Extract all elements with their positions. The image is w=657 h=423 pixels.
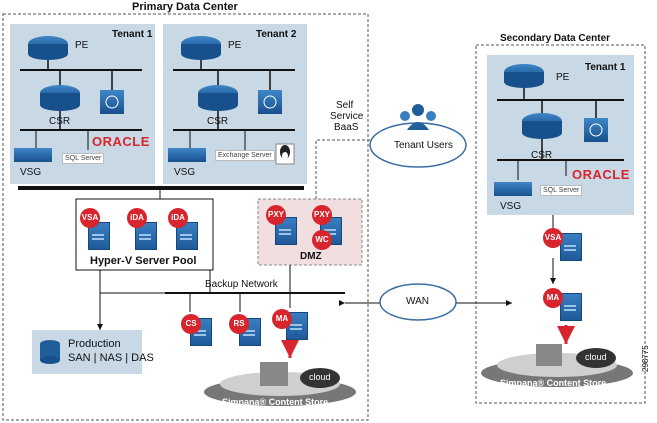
dmz-badge-pxy-2: PXY	[312, 205, 332, 225]
primary-dc-title: Primary Data Center	[132, 1, 238, 13]
tenant1-pe-label: PE	[75, 40, 89, 51]
primary-store-label: Simpana® Content Store	[222, 397, 329, 407]
secondary-cloud-label: cloud	[585, 352, 607, 362]
vsa-server-icon	[88, 222, 110, 250]
dmz-proxy-server-icon-1	[275, 217, 297, 245]
hyperv-badge-ida-1: iDA	[127, 208, 147, 228]
dmz-label: DMZ	[300, 251, 322, 262]
tenant2-name: Tenant 2	[256, 29, 297, 40]
backup-badge-cs: CS	[181, 314, 201, 334]
dmz-badge-pxy-1: PXY	[266, 205, 286, 225]
primary-cloud-icon	[300, 368, 340, 388]
secondary-csr-label: CSR	[531, 150, 553, 161]
secondary-badge-vsa: VSA	[543, 228, 563, 248]
hyperv-label: Hyper-V Server Pool	[90, 255, 197, 267]
secondary-sql-logo: SQL Server	[540, 185, 583, 196]
ida-server-icon-1	[135, 222, 157, 250]
backup-badge-ma: MA	[272, 309, 292, 329]
tenant1-csr-label: CSR	[49, 116, 71, 127]
secondary-cloud-icon	[576, 348, 616, 368]
tenant2-vsg-label: VSG	[174, 167, 196, 178]
primary-cloud-label: cloud	[309, 372, 331, 382]
tenant1-sql-logo: SQL Server	[62, 153, 105, 164]
hyperv-badge-vsa: VSA	[80, 208, 100, 228]
tenant2-pe-label: PE	[228, 40, 242, 51]
tenant1-network	[14, 36, 142, 162]
production-title: Production	[68, 338, 121, 350]
users-icon	[400, 104, 436, 130]
primary-dc-frame	[2, 13, 369, 421]
backup-badge-rs: RS	[229, 314, 249, 334]
wan-label: WAN	[406, 296, 429, 307]
secondary-oracle-logo: ORACLE	[572, 167, 630, 182]
secondary-tenant-network	[494, 64, 624, 196]
secondary-ma-server-icon	[560, 293, 582, 321]
storage-icon	[40, 340, 60, 364]
service-label: Service	[330, 111, 364, 122]
secondary-tenant-name: Tenant 1	[585, 62, 626, 73]
secondary-pe-label: PE	[556, 72, 570, 83]
dmz-badge-wc: WC	[312, 230, 332, 250]
tenant2-network	[168, 36, 295, 165]
tenant2-exchange-logo: Exchange Server	[215, 150, 275, 161]
self-label: Self	[336, 100, 354, 111]
secondary-badge-ma: MA	[543, 288, 563, 308]
secondary-vsg-label: VSG	[500, 201, 522, 212]
tenant1-vsg-label: VSG	[20, 167, 42, 178]
production-subtitle: SAN | NAS | DAS	[68, 352, 154, 364]
tenant-users-label: Tenant Users	[394, 140, 453, 151]
secondary-vsa-server-icon	[560, 233, 582, 261]
baas-label: BaaS	[334, 122, 359, 133]
wan-cloud	[379, 283, 457, 321]
self-service-link	[315, 139, 374, 199]
backup-network-label: Backup Network	[205, 279, 278, 290]
ida-server-icon-2	[176, 222, 198, 250]
figure-id: 298775	[641, 345, 650, 372]
secondary-dc-frame	[475, 44, 646, 404]
tenant1-name: Tenant 1	[112, 29, 153, 40]
secondary-store-label: Simpana® Content Store	[500, 378, 607, 388]
tenant1-oracle-logo: ORACLE	[92, 134, 150, 149]
tenant2-csr-label: CSR	[207, 116, 229, 127]
hyperv-badge-ida-2: iDA	[168, 208, 188, 228]
secondary-dc-title: Secondary Data Center	[500, 33, 611, 44]
